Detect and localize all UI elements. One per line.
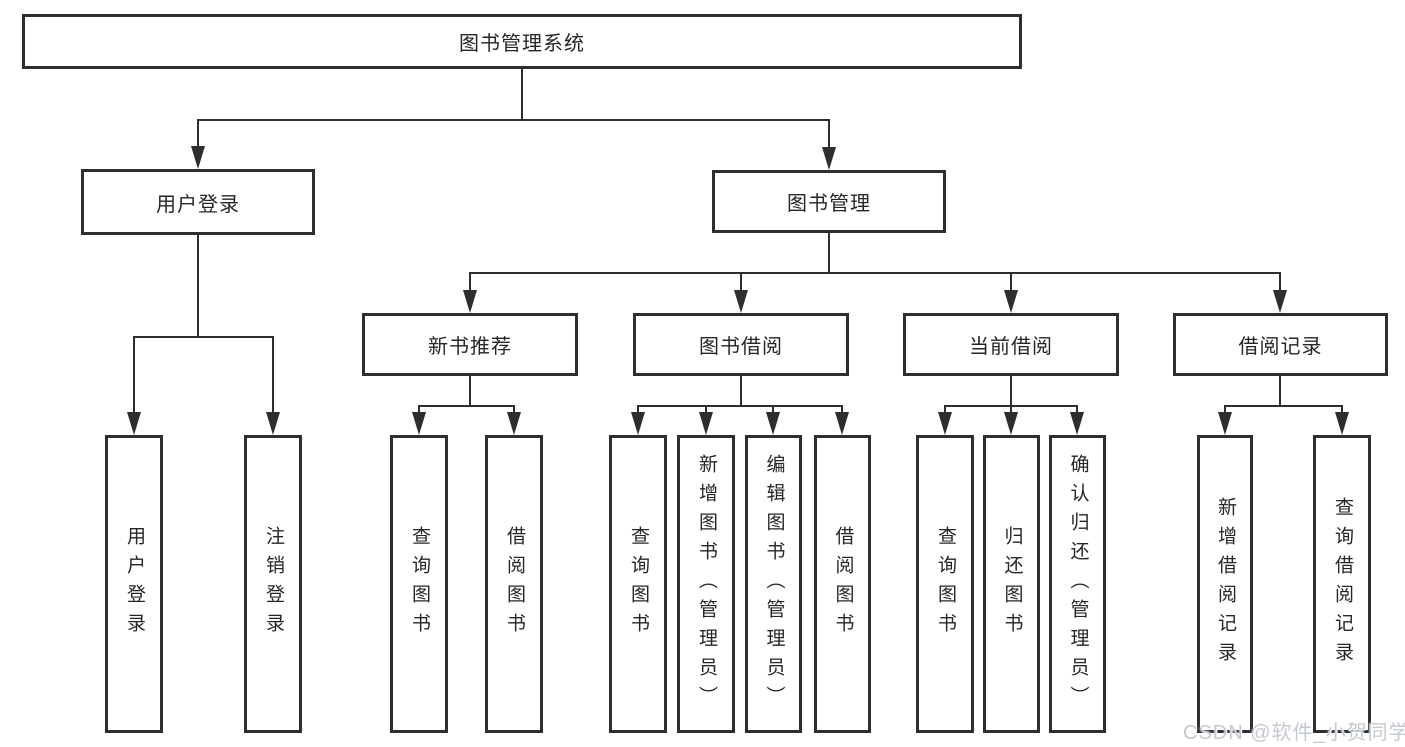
leaf-query-borrow-record-label: 查询借阅记录: [1331, 497, 1353, 671]
arrowhead-g1-leaf1: [127, 412, 141, 435]
leaf-borrow-books-recommend: 借阅图书: [485, 435, 543, 733]
edge-g2-leaf1-stem: [418, 405, 420, 412]
edge-l3-2-stem: [740, 272, 742, 290]
edge-g3-leaf1-stem: [637, 405, 639, 412]
edge-g1-leaf2-stem: [272, 336, 274, 412]
edge-g3-leaf3-stem: [772, 405, 774, 412]
arrowhead-l3-1: [463, 290, 477, 313]
leaf-return-books: 归还图书: [983, 435, 1040, 733]
arrowhead-l3-4: [1273, 290, 1287, 313]
node-book-management-label: 图书管理: [787, 193, 871, 215]
leaf-edit-books-admin: 编辑图书（管理员）: [745, 435, 802, 733]
node-book-borrowing-label: 图书借阅: [699, 336, 783, 358]
arrowhead-g4-leaf2: [1004, 412, 1018, 435]
edge-recommend-stem: [469, 376, 471, 405]
edge-book-management-stem: [828, 233, 830, 272]
arrowhead-g3-leaf1: [631, 412, 645, 435]
node-current-borrowing-label: 当前借阅: [969, 336, 1053, 358]
edge-g4-leaf2-stem: [1010, 405, 1012, 412]
node-new-book-recommendation-label: 新书推荐: [428, 336, 512, 358]
arrowhead-g3-leaf3: [766, 412, 780, 435]
node-book-management: 图书管理: [712, 170, 946, 233]
arrowhead-g2-leaf1: [412, 412, 426, 435]
edge-g2-leaf2-stem: [513, 405, 515, 412]
edge-g5-leaf1-stem: [1224, 405, 1226, 412]
leaf-query-books-borrow: 查询图书: [609, 435, 667, 733]
edge-user-login-stem: [197, 235, 199, 336]
leaf-query-books-recommend-label: 查询图书: [408, 526, 430, 642]
node-borrowing-records: 借阅记录: [1173, 313, 1388, 376]
edge-current-stem: [1010, 376, 1012, 405]
edge-records-stem: [1279, 376, 1281, 405]
arrowhead-g5-leaf2: [1335, 412, 1349, 435]
node-current-borrowing: 当前借阅: [903, 313, 1119, 376]
leaf-add-borrow-record-label: 新增借阅记录: [1214, 497, 1236, 671]
arrowhead-l3-2: [734, 290, 748, 313]
edge-to-book-management-stem: [828, 119, 830, 147]
leaf-query-books-borrow-label: 查询图书: [627, 526, 649, 642]
arrowhead-user-login: [191, 146, 205, 169]
edge-recommend-branch: [418, 405, 515, 407]
edge-borrowing-stem: [740, 376, 742, 405]
leaf-return-books-label: 归还图书: [1001, 526, 1023, 642]
edge-g4-leaf3-stem: [1076, 405, 1078, 412]
leaf-logout-label: 注销登录: [262, 526, 284, 642]
edge-to-user-login-stem: [197, 119, 199, 146]
arrowhead-g4-leaf1: [938, 412, 952, 435]
leaf-confirm-return-admin: 确认归还（管理员）: [1049, 435, 1106, 733]
leaf-edit-books-admin-label: 编辑图书（管理员）: [763, 453, 785, 715]
edge-l3-1-stem: [469, 272, 471, 290]
edge-g4-leaf1-stem: [944, 405, 946, 412]
edge-borrowing-branch: [637, 405, 843, 407]
arrowhead-g4-leaf3: [1070, 412, 1084, 435]
csdn-watermark: CSDN @软件_小贺同学: [1183, 722, 1405, 744]
node-root: 图书管理系统: [22, 14, 1022, 69]
edge-g3-leaf2-stem: [705, 405, 707, 412]
edge-l3-3-stem: [1010, 272, 1012, 290]
leaf-confirm-return-admin-label: 确认归还（管理员）: [1067, 453, 1089, 715]
node-user-login: 用户登录: [81, 169, 315, 235]
node-borrowing-records-label: 借阅记录: [1238, 336, 1323, 358]
leaf-query-books-current-label: 查询图书: [934, 526, 956, 642]
arrowhead-g1-leaf2: [266, 412, 280, 435]
edge-g5-leaf2-stem: [1341, 405, 1343, 412]
edge-user-login-branch: [133, 336, 274, 338]
arrowhead-g3-leaf2: [699, 412, 713, 435]
node-new-book-recommendation: 新书推荐: [362, 313, 578, 376]
leaf-query-books-recommend: 查询图书: [390, 435, 448, 733]
arrowhead-g2-leaf2: [507, 412, 521, 435]
node-user-login-label: 用户登录: [156, 193, 240, 216]
edge-records-branch: [1224, 405, 1343, 407]
arrowhead-g5-leaf1: [1218, 412, 1232, 435]
leaf-logout: 注销登录: [244, 435, 302, 733]
edge-g1-leaf1-stem: [133, 336, 135, 412]
leaf-borrow-books-recommend-label: 借阅图书: [503, 526, 525, 642]
leaf-user-login-label: 用户登录: [123, 526, 145, 642]
leaf-query-books-current: 查询图书: [916, 435, 974, 733]
leaf-add-books-admin: 新增图书（管理员）: [677, 435, 735, 733]
arrowhead-book-management: [822, 147, 836, 170]
leaf-add-borrow-record: 新增借阅记录: [1197, 435, 1253, 733]
node-book-borrowing: 图书借阅: [633, 313, 849, 376]
edge-book-management-branch: [469, 272, 1281, 274]
leaf-user-login: 用户登录: [105, 435, 163, 733]
node-root-label: 图书管理系统: [459, 33, 585, 55]
edge-l3-4-stem: [1279, 272, 1281, 290]
leaf-borrow-books-label: 借阅图书: [832, 526, 854, 642]
leaf-query-borrow-record: 查询借阅记录: [1313, 435, 1371, 733]
edge-g3-leaf4-stem: [841, 405, 843, 412]
arrowhead-l3-3: [1004, 290, 1018, 313]
leaf-add-books-admin-label: 新增图书（管理员）: [695, 453, 717, 715]
edge-root-stem: [521, 67, 523, 119]
arrowhead-g3-leaf4: [835, 412, 849, 435]
edge-root-branch: [197, 119, 830, 121]
leaf-borrow-books: 借阅图书: [814, 435, 871, 733]
